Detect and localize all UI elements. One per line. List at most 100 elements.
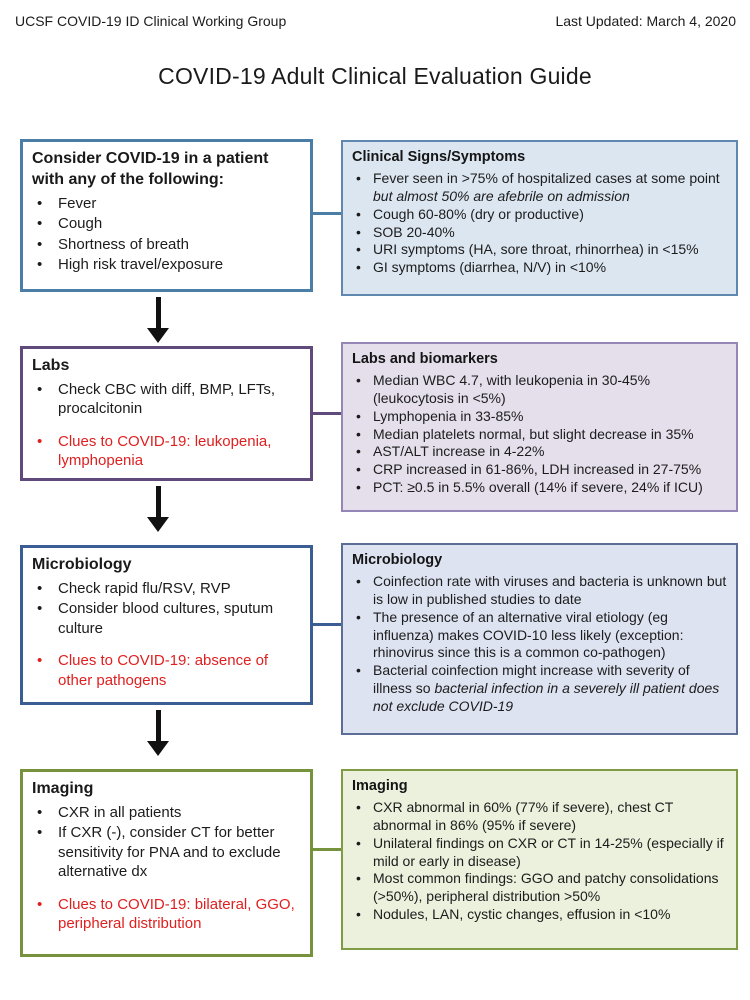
- bullet-item: The presence of an alternative viral eti…: [352, 609, 727, 663]
- bullet-item: High risk travel/exposure: [32, 255, 301, 275]
- bullet-text-segment: Fever seen in >75% of hospitalized cases…: [373, 169, 720, 186]
- down-arrow-head: [147, 517, 169, 532]
- bullet-item: Shortness of breath: [32, 235, 301, 255]
- connector-line: [312, 412, 342, 415]
- bullet-text-segment: GI symptoms (diarrhea, N/V) in <10%: [373, 259, 607, 276]
- flow-box-heading: Consider COVID-19 in a patient with any …: [32, 150, 269, 188]
- bullet-item: Fever: [32, 194, 301, 214]
- bullet-text-segment: Unilateral findings on CXR or CT in 14-2…: [373, 834, 724, 869]
- bullet-item: AST/ALT increase in 4-22%: [352, 443, 727, 461]
- bullet-item: Fever seen in >75% of hospitalized cases…: [352, 170, 727, 206]
- bullet-item: Unilateral findings on CXR or CT in 14-2…: [352, 835, 727, 871]
- flow-box-bullet-list: FeverCoughShortness of breathHigh risk t…: [32, 194, 301, 275]
- bullet-item: Bacterial coinfection might increase wit…: [352, 662, 727, 716]
- flow-box-labs: Labs Check CBC with diff, BMP, LFTs, pro…: [20, 346, 313, 481]
- flow-box-bullet-list: Check CBC with diff, BMP, LFTs, procalci…: [32, 380, 301, 471]
- info-box-bullet-list: Median WBC 4.7, with leukopenia in 30-45…: [352, 372, 727, 497]
- bullet-item: URI symptoms (HA, sore throat, rhinorrhe…: [352, 241, 727, 259]
- info-box-labs-biomarkers: Labs and biomarkers Median WBC 4.7, with…: [341, 342, 738, 512]
- down-arrow: [145, 710, 171, 756]
- bullet-text-segment: Median WBC 4.7, with leukopenia in 30-45…: [373, 371, 651, 406]
- bullet-item: PCT: ≥0.5 in 5.5% overall (14% if severe…: [352, 479, 727, 497]
- bullet-text-segment: Clues to COVID-19: absence of other path…: [58, 652, 269, 689]
- bullet-text-segment: bacterial infection in a severely ill pa…: [373, 680, 720, 715]
- info-box-bullet-list: Fever seen in >75% of hospitalized cases…: [352, 170, 727, 277]
- info-box-clinical-signs: Clinical Signs/Symptoms Fever seen in >7…: [341, 140, 738, 296]
- down-arrow: [145, 297, 171, 343]
- bullet-text-segment: Median platelets normal, but slight decr…: [373, 425, 694, 442]
- bullet-text-segment: Most common findings: GGO and patchy con…: [373, 870, 719, 905]
- bullet-item: SOB 20-40%: [352, 224, 727, 242]
- bullet-text-segment: Consider blood cultures, sputum culture: [58, 600, 274, 637]
- flow-box-bullet-list: CXR in all patients If CXR (-), consider …: [32, 803, 301, 934]
- bullet-text-segment: AST/ALT increase in 4-22%: [373, 443, 545, 460]
- info-box-microbiology: Microbiology Coinfection rate with virus…: [341, 543, 738, 735]
- header-last-updated: Last Updated: March 4, 2020: [555, 13, 736, 29]
- bullet-text-segment: Shortness of breath: [58, 235, 189, 253]
- bullet-text-segment: Nodules, LAN, cystic changes, effusion i…: [373, 906, 671, 923]
- bullet-item: Check CBC with diff, BMP, LFTs, procalci…: [32, 380, 301, 419]
- bullet-item: GI symptoms (diarrhea, N/V) in <10%: [352, 259, 727, 277]
- info-box-bullet-list: Coinfection rate with viruses and bacter…: [352, 573, 727, 716]
- header-org-text: UCSF COVID-19 ID Clinical Working Group: [15, 13, 287, 29]
- bullet-text-segment: Coinfection rate with viruses and bacter…: [373, 572, 727, 607]
- bullet-item: Check rapid flu/RSV, RVP: [32, 579, 301, 599]
- bullet-item: CRP increased in 61-86%, LDH increased i…: [352, 461, 727, 479]
- bullet-text-segment: CRP increased in 61-86%, LDH increased i…: [373, 461, 702, 478]
- bullet-text-segment: Check rapid flu/RSV, RVP: [58, 579, 231, 597]
- bullet-text-segment: Clues to COVID-19: leukopenia, lymphopen…: [58, 432, 272, 470]
- down-arrow-head: [147, 741, 169, 756]
- bullet-text-segment: PCT: ≥0.5 in 5.5% overall (14% if severe…: [373, 479, 703, 496]
- down-arrow-stem: [155, 486, 161, 517]
- bullet-item: Median WBC 4.7, with leukopenia in 30-45…: [352, 372, 727, 408]
- bullet-item: Median platelets normal, but slight decr…: [352, 426, 727, 444]
- bullet-text-segment: URI symptoms (HA, sore throat, rhinorrhe…: [373, 241, 699, 258]
- flow-box-heading: Imaging: [32, 780, 94, 797]
- bullet-text-segment: CXR in all patients: [58, 803, 182, 821]
- connector-line: [312, 623, 342, 626]
- bullet-item: Lymphopenia in 33-85%: [352, 408, 727, 426]
- flow-box-bullet-list: Check rapid flu/RSV, RVP Consider blood c…: [32, 579, 301, 691]
- flow-box-heading: Labs: [32, 357, 70, 374]
- flow-box-heading: Microbiology: [32, 556, 132, 573]
- bullet-item: CXR abnormal in 60% (77% if severe), che…: [352, 799, 727, 835]
- bullet-text-segment: SOB 20-40%: [373, 223, 455, 240]
- clue-bullet-item: Clues to COVID-19: leukopenia, lymphopen…: [32, 432, 301, 471]
- bullet-text-segment: Check CBC with diff, BMP, LFTs, procalci…: [58, 380, 276, 418]
- page-title: COVID-19 Adult Clinical Evaluation Guide: [158, 63, 592, 89]
- bullet-item: Coinfection rate with viruses and bacter…: [352, 573, 727, 609]
- flow-box-imaging: Imaging CXR in all patients If CXR (-), c…: [20, 769, 313, 957]
- clue-bullet-item: Clues to COVID-19: bilateral, GGO, perip…: [32, 895, 301, 934]
- bullet-text-segment: CXR abnormal in 60% (77% if severe), che…: [373, 798, 674, 833]
- down-arrow-stem: [155, 297, 161, 328]
- down-arrow: [145, 486, 171, 532]
- bullet-text-segment: Bacterial coinfection might increase wit…: [373, 662, 690, 697]
- info-box-title: Imaging: [352, 778, 408, 794]
- down-arrow-stem: [155, 710, 161, 741]
- info-box-imaging: Imaging CXR abnormal in 60% (77% if seve…: [341, 769, 738, 950]
- info-box-bullet-list: CXR abnormal in 60% (77% if severe), che…: [352, 799, 727, 924]
- bullet-text-segment: If CXR (-), consider CT for better sensi…: [58, 824, 281, 881]
- bullet-text-segment: Cough 60-80% (dry or productive): [373, 205, 584, 222]
- down-arrow-head: [147, 328, 169, 343]
- bullet-text-segment: Clues to COVID-19: bilateral, GGO, perip…: [58, 895, 295, 933]
- bullet-text-segment: Cough: [58, 215, 103, 233]
- clue-bullet-item: Clues to COVID-19: absence of other path…: [32, 651, 301, 690]
- bullet-text-segment: Fever: [58, 194, 97, 212]
- bullet-item: Cough 60-80% (dry or productive): [352, 206, 727, 224]
- bullet-item: Consider blood cultures, sputum culture: [32, 599, 301, 638]
- bullet-text-segment: High risk travel/exposure: [58, 256, 224, 274]
- bullet-item: If CXR (-), consider CT for better sensi…: [32, 823, 301, 882]
- info-box-title: Labs and biomarkers: [352, 351, 498, 367]
- flow-box-consider-covid: Consider COVID-19 in a patient with any …: [20, 139, 313, 292]
- flow-box-microbiology: Microbiology Check rapid flu/RSV, RVP Con…: [20, 545, 313, 705]
- info-box-title: Clinical Signs/Symptoms: [352, 149, 526, 165]
- connector-line: [312, 212, 342, 215]
- connector-line: [312, 848, 342, 851]
- bullet-text-segment: Lymphopenia in 33-85%: [373, 407, 524, 424]
- bullet-item: Most common findings: GGO and patchy con…: [352, 870, 727, 906]
- bullet-item: Nodules, LAN, cystic changes, effusion i…: [352, 906, 727, 924]
- bullet-item: Cough: [32, 214, 301, 234]
- bullet-item: CXR in all patients: [32, 803, 301, 823]
